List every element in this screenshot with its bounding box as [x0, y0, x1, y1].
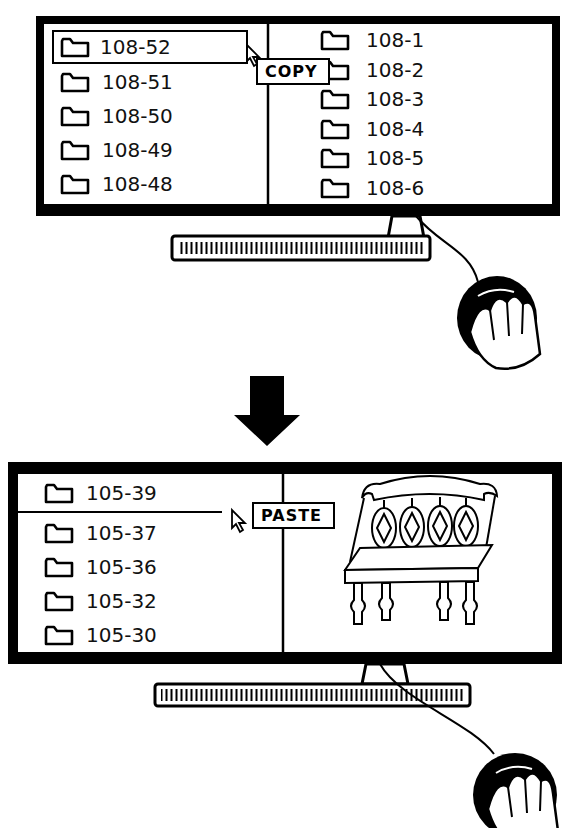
folder-row: 108-51 — [46, 66, 268, 98]
folder-name: 108-4 — [366, 115, 424, 143]
folder-name: 108-50 — [102, 100, 173, 132]
folder-row: 105-32 — [18, 586, 283, 616]
folder-name: 108-48 — [102, 168, 173, 200]
folder-icon — [44, 556, 74, 578]
folder-icon — [320, 88, 350, 110]
monitor-bezel — [8, 462, 562, 664]
folder-outline — [62, 74, 88, 91]
folder-icon — [320, 177, 350, 199]
folder-icon — [44, 522, 74, 544]
file-pane: 108-51108-50108-49108-48 108-52 — [46, 24, 268, 204]
folder-outline — [62, 108, 88, 125]
file-pane: 108-1108-2108-3108-4108-5108-6 — [270, 24, 550, 204]
mouse-cable — [416, 216, 478, 282]
folder-row: 105-36 — [18, 552, 283, 582]
monitor-screen — [18, 474, 552, 652]
mouse-hand — [473, 753, 558, 828]
folder-name: 105-39 — [86, 478, 157, 508]
folder-name: 108-51 — [102, 66, 173, 98]
folder-row: 108-5 — [270, 144, 550, 172]
monitor-bezel — [36, 16, 560, 216]
folder-outline — [62, 39, 88, 56]
folder-icon — [60, 71, 90, 93]
mouse-cable — [380, 664, 494, 754]
monitor-screen — [44, 24, 552, 204]
pane-divider — [267, 24, 270, 204]
context-label: PASTE — [252, 502, 335, 529]
folder-icon — [60, 36, 90, 58]
monitor-neck — [362, 664, 408, 684]
menu-label: PASTE — [261, 506, 326, 525]
folder-icon — [320, 118, 350, 140]
folder-icon — [44, 482, 74, 504]
folder-row: 108-49 — [46, 134, 268, 166]
folder-name: 108-3 — [366, 85, 424, 113]
flow-arrow — [234, 376, 300, 446]
folder-icon — [320, 29, 350, 51]
file-pane: 105-39 105-37 105-36 105-32 105-30 — [18, 474, 283, 652]
folder-row: 108-4 — [270, 115, 550, 143]
folder-outline — [62, 176, 88, 193]
folder-row: 108-3 — [270, 85, 550, 113]
folder-row: 105-30 — [18, 620, 283, 650]
folder-name: 105-30 — [86, 620, 157, 650]
folder-row: 108-48 — [46, 168, 268, 200]
folder-row: 108-6 — [270, 174, 550, 202]
folder-icon — [60, 105, 90, 127]
folder-name: 108-5 — [366, 144, 424, 172]
folder-outline — [46, 627, 72, 644]
mouse-hand — [457, 276, 540, 369]
folder-row: 108-1 — [270, 26, 550, 54]
folder-outline — [322, 150, 348, 167]
base-hatching — [178, 242, 424, 254]
folder-row: 105-37 — [18, 518, 283, 548]
top-monitor — [36, 16, 560, 369]
folder-outline — [322, 91, 348, 108]
mouse-cursor — [232, 510, 245, 532]
folder-name: 105-32 — [86, 586, 157, 616]
menu-label: COPY — [265, 62, 321, 81]
folder-icon — [60, 139, 90, 161]
pane-divider — [282, 474, 285, 652]
folder-row: 108-50 — [46, 100, 268, 132]
folder-name: 108-2 — [366, 56, 424, 84]
folder-outline — [46, 485, 72, 502]
monitor-base — [172, 236, 430, 260]
folder-icon — [60, 173, 90, 195]
folder-row: 105-39 — [18, 478, 283, 508]
folder-name: 108-6 — [366, 174, 424, 202]
folder-outline — [62, 142, 88, 159]
selected-folder: 108-52 — [52, 30, 248, 64]
folder-name: 105-37 — [86, 518, 157, 548]
folder-outline — [322, 180, 348, 197]
folder-name: 105-36 — [86, 552, 157, 582]
cradle-illustration — [345, 476, 497, 624]
folder-name: 108-52 — [100, 35, 171, 59]
folder-outline — [46, 593, 72, 610]
folder-name: 108-49 — [102, 134, 173, 166]
folder-icon — [44, 590, 74, 612]
folder-icon — [44, 624, 74, 646]
folder-icon — [320, 147, 350, 169]
folder-name: 108-1 — [366, 26, 424, 54]
folder-outline — [322, 32, 348, 49]
folder-outline — [46, 525, 72, 542]
bottom-monitor — [8, 462, 562, 828]
folder-outline — [46, 559, 72, 576]
folder-outline — [322, 121, 348, 138]
folder-outline — [322, 62, 348, 79]
row-separator — [18, 511, 222, 513]
context-label: COPY — [256, 58, 330, 85]
